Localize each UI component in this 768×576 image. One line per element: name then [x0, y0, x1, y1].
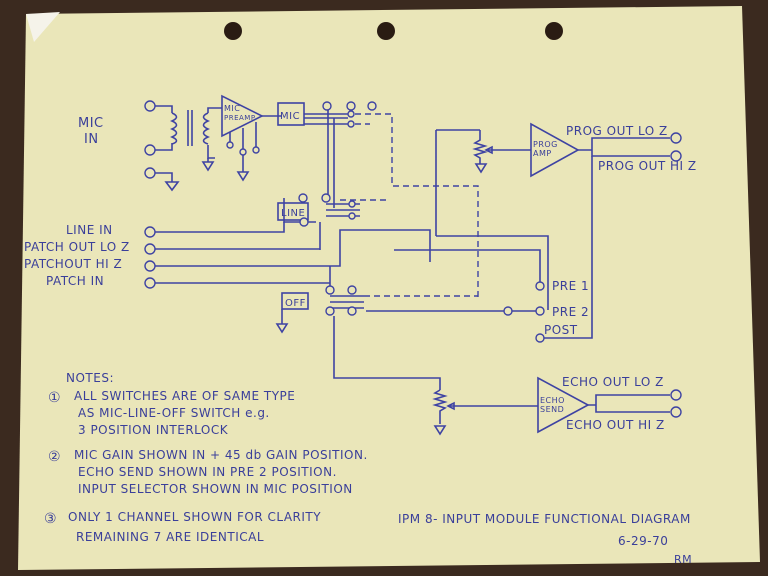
label-patch-out-hi: PATCHOUT HI Z	[24, 257, 122, 271]
label-line-switch: LINE	[281, 208, 305, 219]
label-prog-out-hi: PROG OUT HI Z	[598, 159, 697, 173]
line-switch: LINE	[277, 193, 360, 250]
note-1-line-1: ALL SWITCHES ARE OF SAME TYPE	[74, 389, 295, 403]
patch-lines	[144, 222, 431, 290]
note-1-line-2: AS MIC-LINE-OFF SWITCH e.g.	[78, 406, 270, 420]
note-3-line-1: ONLY 1 CHANNEL SHOWN FOR CLARITY	[68, 510, 321, 524]
punch-hole-middle	[377, 22, 395, 40]
note-2-line-3: INPUT SELECTOR SHOWN IN MIC POSITION	[78, 482, 353, 496]
label-mic-preamp-1: MIC	[224, 104, 240, 113]
label-echo-out-hi: ECHO OUT HI Z	[566, 418, 665, 432]
diagram-initials: RM	[674, 553, 692, 566]
off-switch: OFF	[275, 285, 441, 390]
paper-corner	[26, 12, 60, 42]
mic-input-terminals	[144, 100, 180, 192]
punch-hole-right	[545, 22, 563, 40]
echo-send-pot	[432, 389, 538, 436]
diagram-date: 6-29-70	[618, 534, 668, 548]
label-prog-amp-2: AMP	[533, 149, 552, 158]
note-3-number: ③	[44, 511, 57, 527]
note-1-number: ①	[48, 390, 61, 406]
label-patch-out-lo: PATCH OUT LO Z	[24, 240, 130, 254]
mic-switch: MIC	[277, 101, 377, 208]
prog-amp: PROG AMP	[530, 122, 682, 339]
mic-preamp: MIC PREAMP	[221, 94, 282, 182]
label-prog-out-lo: PROG OUT LO Z	[566, 124, 668, 138]
label-patch-in: PATCH IN	[46, 274, 104, 288]
note-1-line-3: 3 POSITION INTERLOCK	[78, 423, 229, 437]
pre-post-lines	[366, 235, 549, 343]
label-post: POST	[544, 323, 578, 337]
paper-sheet	[18, 6, 760, 570]
label-mic-switch: MIC	[280, 111, 300, 122]
diagram-title: IPM 8- INPUT MODULE FUNCTIONAL DIAGRAM	[398, 512, 691, 526]
punch-hole-left	[224, 22, 242, 40]
label-prog-amp-1: PROG	[533, 140, 558, 149]
label-echo-out-lo: ECHO OUT LO Z	[562, 375, 664, 389]
notes-heading: NOTES:	[66, 371, 114, 385]
note-2-line-1: MIC GAIN SHOWN IN + 45 db GAIN POSITION.	[74, 448, 368, 462]
label-mic-in-1: MIC	[78, 116, 104, 131]
label-pre1: PRE 1	[552, 279, 589, 293]
note-3-line-2: REMAINING 7 ARE IDENTICAL	[76, 530, 264, 544]
note-2-number: ②	[48, 449, 61, 465]
label-echo-send-1: ECHO	[540, 396, 565, 405]
notes-block: NOTES: ① ALL SWITCHES ARE OF SAME TYPE A…	[44, 371, 368, 544]
input-transformer	[170, 107, 222, 172]
label-line-in: LINE IN	[66, 223, 113, 237]
label-mic-preamp-2: PREAMP	[224, 114, 256, 122]
title-block: IPM 8- INPUT MODULE FUNCTIONAL DIAGRAM 6…	[398, 512, 692, 566]
label-echo-send-2: SEND	[540, 405, 564, 414]
echo-send-amp: ECHO SEND	[537, 376, 682, 434]
label-pre2: PRE 2	[552, 305, 589, 319]
note-2-line-2: ECHO SEND SHOWN IN PRE 2 POSITION.	[78, 465, 337, 479]
label-off-switch: OFF	[285, 298, 306, 309]
prog-level-pot	[435, 129, 531, 236]
label-mic-in-2: IN	[84, 132, 99, 147]
